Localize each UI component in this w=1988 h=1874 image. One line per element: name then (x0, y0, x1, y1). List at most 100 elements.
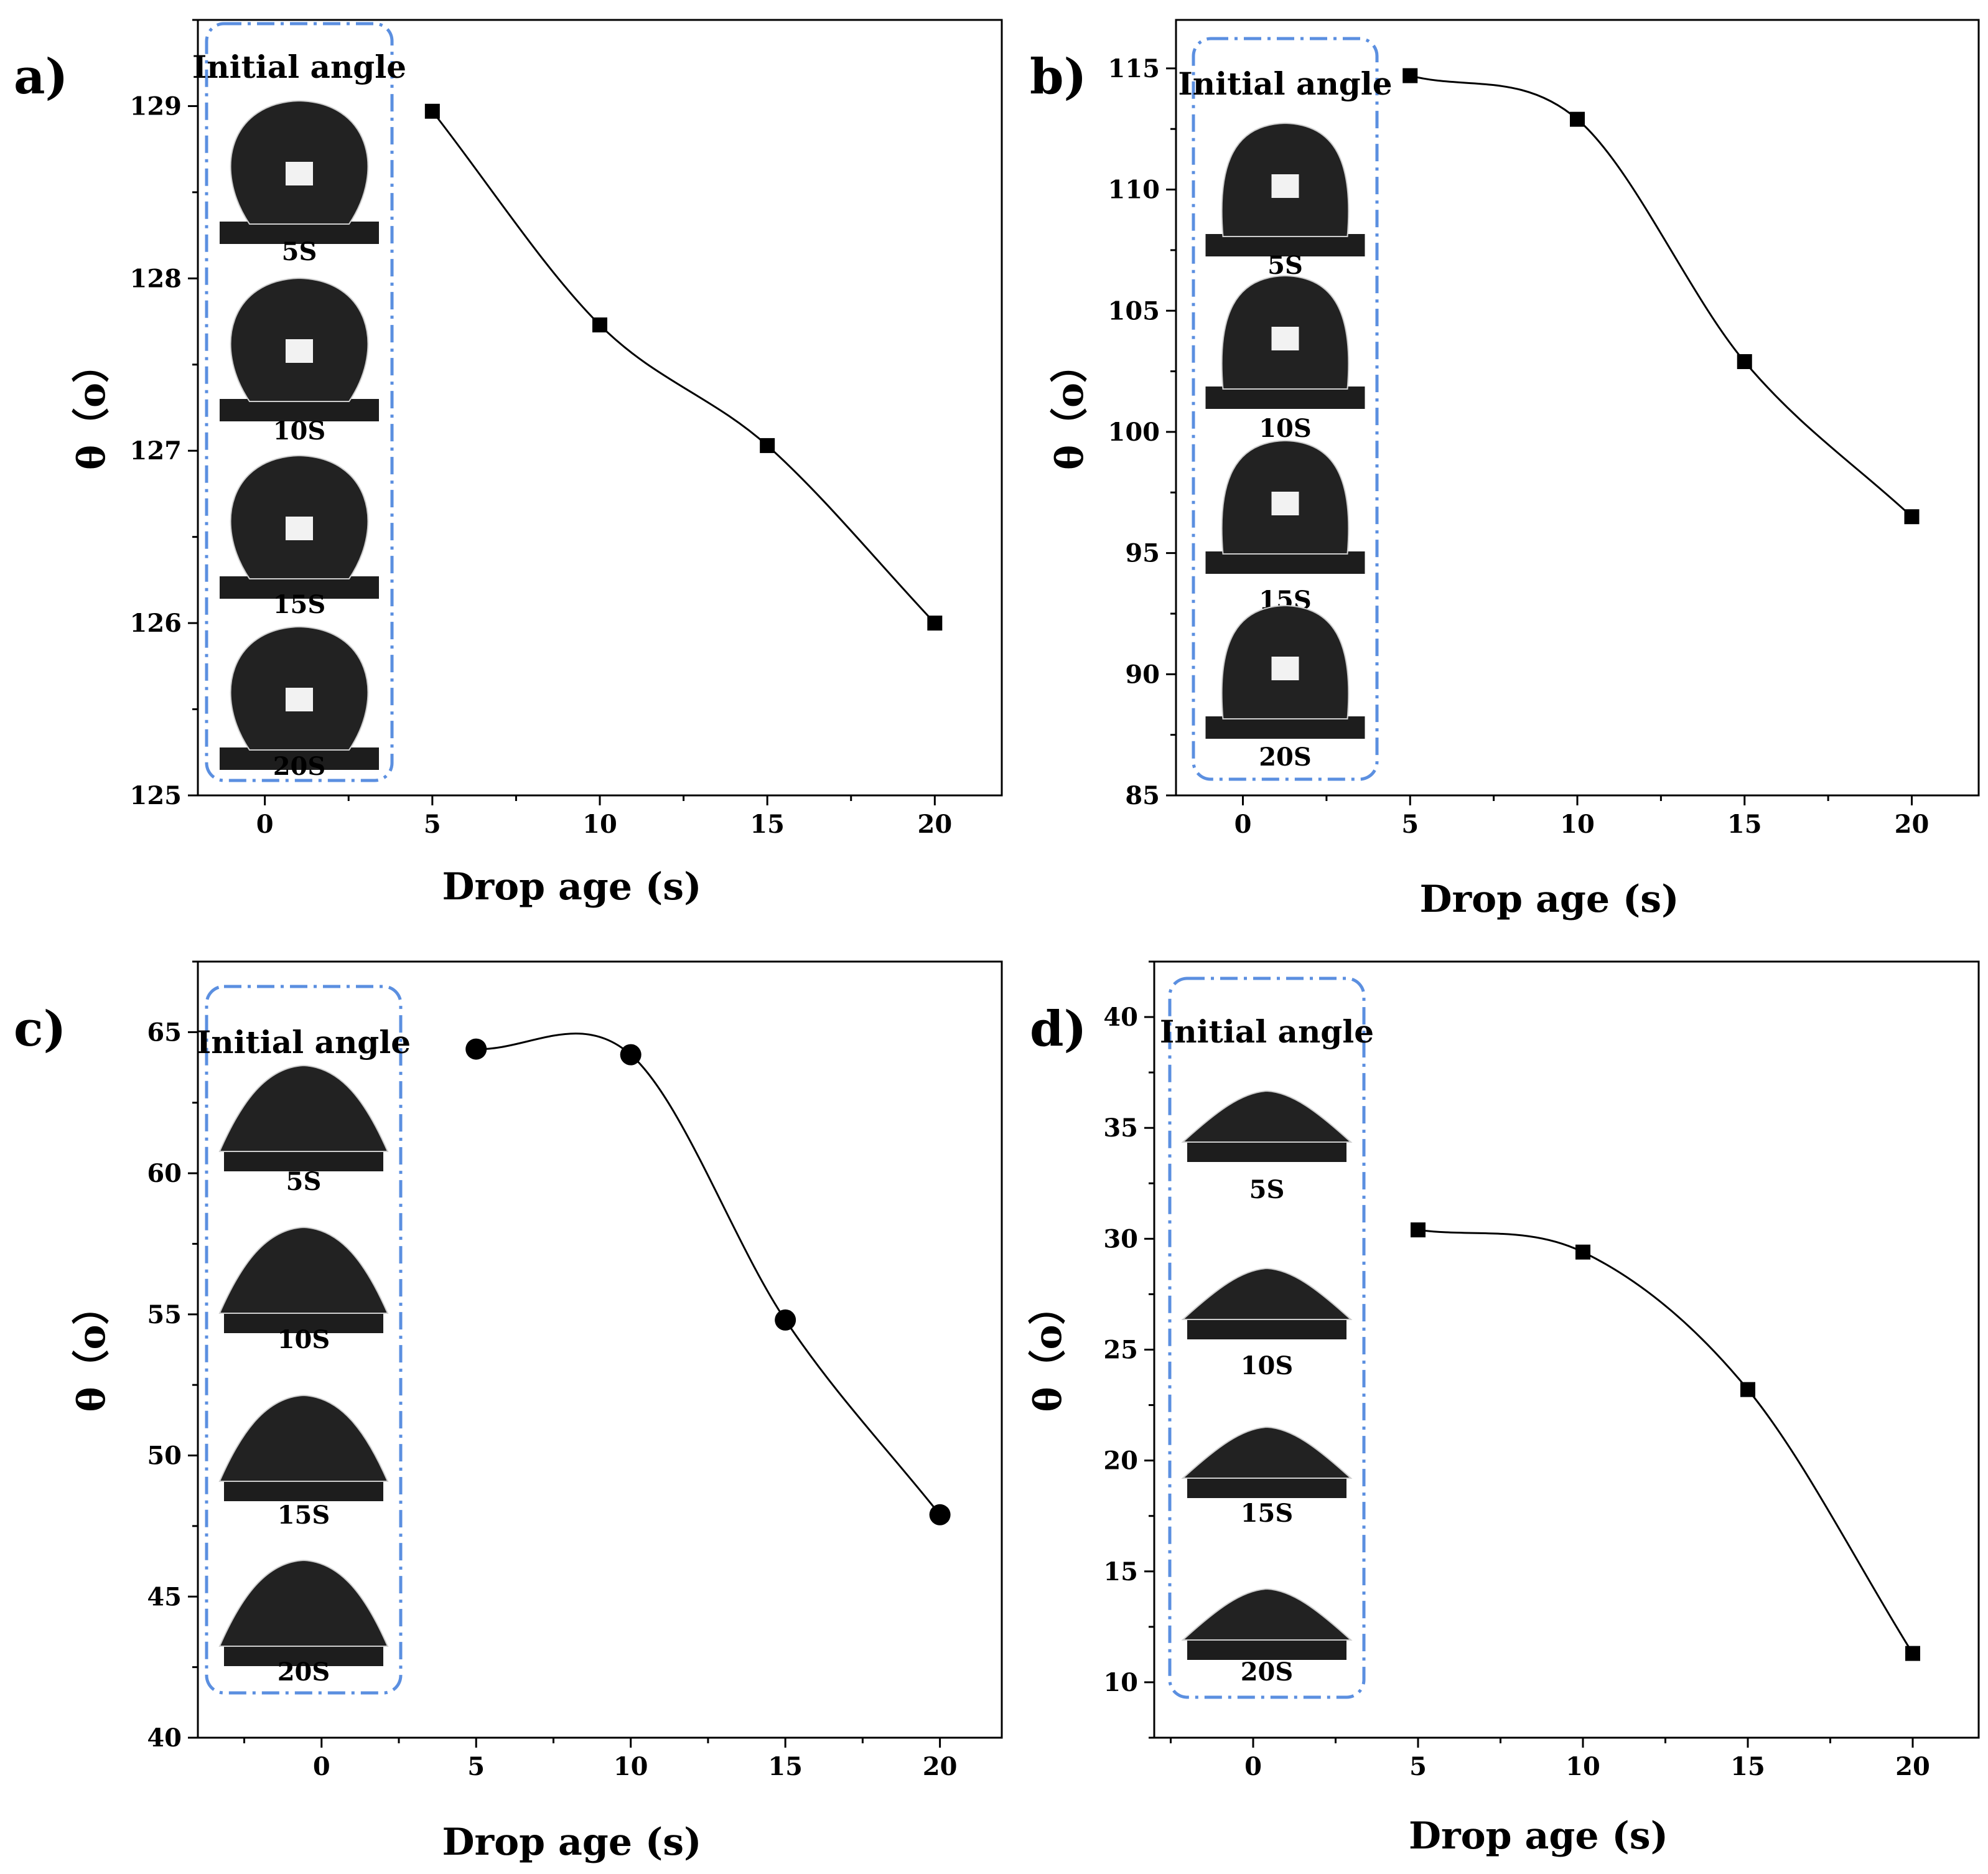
droplet-image (1205, 122, 1365, 256)
x-tick-label: 20 (1895, 810, 1930, 839)
y-tick-label: 128 (130, 264, 182, 293)
droplet (1181, 1588, 1353, 1641)
series-line (1417, 1229, 1914, 1654)
droplet-image (1205, 439, 1365, 574)
data-point (760, 438, 775, 453)
x-tick-label: 20 (1895, 1752, 1930, 1781)
data-point (1570, 111, 1585, 127)
substrate (220, 576, 379, 599)
time-label: 20S (1241, 1657, 1294, 1687)
y-tick-label: 35 (1103, 1113, 1138, 1143)
droplet-image (1205, 274, 1365, 409)
x-tick-label: 5 (1409, 1752, 1427, 1781)
droplet-highlight (1271, 657, 1299, 680)
y-tick-label: 105 (1108, 296, 1160, 326)
inset-title: Initial angle (197, 1024, 411, 1061)
y-axis-title: θ（ο） (1048, 345, 1092, 470)
x-tick-label: 0 (256, 810, 274, 839)
y-tick-label: 90 (1125, 660, 1160, 689)
data-point (775, 1309, 796, 1331)
y-tick-label: 129 (130, 91, 182, 121)
inset-border (205, 22, 394, 782)
data-point (1402, 68, 1418, 83)
droplet (1181, 1090, 1353, 1143)
x-tick-label: 5 (424, 810, 441, 839)
time-label: 5S (1249, 1175, 1285, 1204)
data-point (424, 103, 440, 119)
x-tick-label: 20 (917, 810, 952, 839)
droplet (218, 1226, 389, 1314)
substrate (1187, 1317, 1346, 1339)
data-point (929, 1504, 951, 1525)
x-tick-label: 10 (1566, 1752, 1600, 1781)
x-tick-label: 15 (1730, 1752, 1765, 1781)
droplet-image (1205, 604, 1365, 739)
x-tick-label: 15 (750, 810, 785, 839)
y-tick-label: 15 (1103, 1557, 1138, 1586)
y-tick-label: 55 (147, 1300, 182, 1329)
substrate (220, 222, 379, 244)
time-label: 15S (273, 590, 326, 619)
inset-title: Initial angle (1160, 1013, 1374, 1050)
droplet-highlight (286, 162, 313, 185)
panel-label: b) (1030, 49, 1086, 105)
substrate (1205, 234, 1365, 256)
time-label: 10S (1259, 414, 1312, 443)
inset-title: Initial angle (192, 49, 406, 85)
x-tick-label: 5 (1401, 810, 1419, 839)
droplet-highlight (286, 517, 313, 540)
droplet-image (220, 277, 379, 421)
data-point (1904, 509, 1920, 525)
substrate (1187, 1140, 1346, 1162)
droplet-image (1181, 1588, 1353, 1660)
data-point (1411, 1222, 1426, 1238)
x-tick-label: 20 (923, 1752, 958, 1781)
droplet-image (218, 1394, 389, 1501)
y-tick-label: 110 (1108, 176, 1160, 205)
y-tick-label: 50 (147, 1441, 182, 1471)
y-tick-label: 100 (1108, 418, 1160, 447)
droplet (218, 1064, 389, 1152)
x-tick-label: 10 (614, 1752, 648, 1781)
time-label: 20S (1259, 743, 1312, 772)
substrate (220, 399, 379, 421)
droplet-image (220, 625, 379, 770)
time-label: 5S (282, 237, 317, 266)
substrate (224, 1479, 383, 1501)
y-axis-title: θ（ο） (1027, 1287, 1070, 1412)
droplet-highlight (286, 688, 313, 711)
time-label: 20S (278, 1657, 330, 1687)
y-axis-title: θ（ο） (70, 345, 114, 470)
substrate (1187, 1476, 1346, 1498)
substrate (1205, 551, 1365, 574)
y-tick-label: 126 (130, 609, 182, 638)
data-point (1740, 1382, 1755, 1397)
y-tick-label: 10 (1103, 1668, 1138, 1697)
droplet (218, 1559, 389, 1647)
y-tick-label: 40 (147, 1723, 182, 1753)
x-tick-label: 0 (1244, 1752, 1262, 1781)
droplet-image (220, 454, 379, 599)
droplet-image (1181, 1426, 1353, 1498)
x-axis-title: Drop age (s) (1420, 878, 1679, 921)
y-tick-label: 95 (1125, 539, 1160, 568)
data-point (1905, 1646, 1920, 1661)
substrate (224, 1311, 383, 1333)
droplet-highlight (1271, 327, 1299, 350)
y-tick-label: 60 (147, 1159, 182, 1188)
substrate (1187, 1637, 1346, 1660)
y-tick-label: 25 (1103, 1336, 1138, 1365)
x-tick-label: 5 (467, 1752, 485, 1781)
droplet (1181, 1267, 1353, 1320)
panel-label: c) (14, 1001, 66, 1057)
x-tick-label: 10 (582, 810, 617, 839)
droplet-image (218, 1064, 389, 1171)
series-line (1409, 75, 1913, 518)
inset-border (1168, 977, 1366, 1699)
series-line (476, 1033, 941, 1516)
